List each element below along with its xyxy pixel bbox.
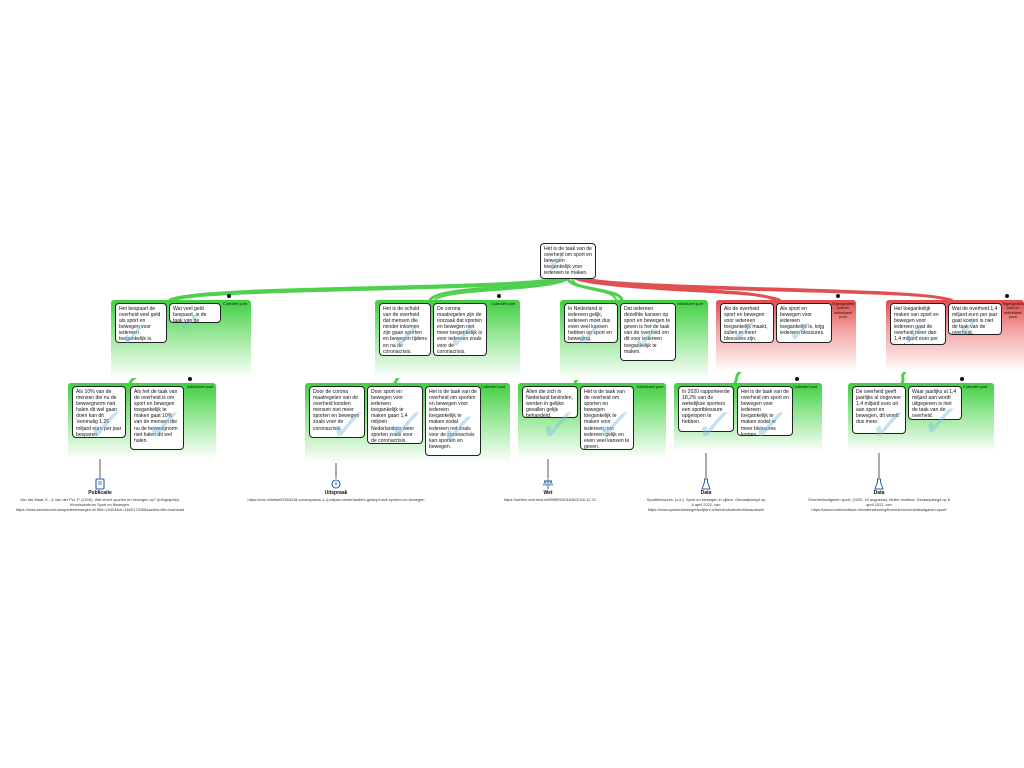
source-2-line-1: https://nos.nl/artikel/2384318-coronapau… [247,497,425,502]
source-5-label: Data [873,490,885,496]
subbranch-4-premise-2[interactable]: Het is de taak van de overheid om sport … [737,386,793,436]
subbranch-5-tag: Collectief punt [962,385,988,389]
check-mark-icon: ✓ [866,400,911,451]
branch-5-dot [1005,294,1009,298]
branch-3-tag: Individueel punt [676,302,704,306]
check-mark-icon: ✓ [785,315,816,350]
subbranch-1-tag: Individueel punt [186,385,214,389]
branch-4-premise-1[interactable]: Als de overheid sport en bewegen voor ie… [720,303,774,343]
branch-2-tag: Collectief punt [490,302,516,306]
link-root-branch-3b [571,277,617,301]
source-5-line-2: april 2022, van [866,502,892,507]
link-root-branch-4b [577,277,781,301]
subbranch-2-tag: Collectief punt [480,385,506,389]
flask-icon [701,478,711,490]
branch-1-premise-1[interactable]: Het bespaart de overheid veel geld als s… [115,303,167,343]
source-1-line-1: Van der Maat, K., & Van der Pol, P. (201… [20,497,180,502]
subbranch-4-tag: Collectief punt [792,385,818,389]
branch-5-premise-1[interactable]: Het toegankelijk maken van sport en bewe… [890,303,946,345]
branch-1-premise-2[interactable]: Wat veel geld bespaart, is de taak van d… [169,303,221,323]
source-3-label: Wet [543,490,553,496]
source-4-line-2: 6 april 2022, van [691,502,721,507]
subbranch-3-tag: Individueel punt [636,385,664,389]
branch-1-dot [227,294,231,298]
subbranch-2-premise-1[interactable]: Door de corona maatregelen van de overhe… [309,386,365,438]
source-4-line-3: https://www.sportenbewegenincijfers.nl/k… [647,507,765,512]
subbranch-2-premise-2[interactable]: Door sport en bewegen voor iedereen toeg… [367,386,423,444]
check-mark-icon: ✓ [117,315,152,355]
branch-5-premise-2[interactable]: Wat de overheid 1,4 miljard euro per jaa… [948,303,1002,335]
branch-4-premise-2[interactable]: Als sport en bewegen voor iedereen toega… [776,303,832,343]
link-root-branch-5b [583,277,953,301]
speech-icon [331,479,341,489]
check-mark-icon: ✓ [592,400,637,451]
flask-icon [874,478,884,490]
check-mark-icon: ✓ [748,400,793,451]
subbranch-1-dot [188,377,192,381]
link-branch-4-sub [733,370,742,385]
check-mark-icon: ✓ [384,400,429,451]
source-1-label: Publicatie [88,490,112,496]
source-4-line-1: Sportblessures. (z.d.). Sport en bewegen… [646,497,766,502]
root-claim[interactable]: Het is de taak van de overheid om sport … [540,243,596,279]
check-mark-icon: ✓ [573,315,608,355]
link-root-branch-2b [434,277,571,301]
subbranch-3-premise-2[interactable]: Het is de taak van de overheid om sporte… [580,386,634,450]
source-4-label: Data [700,490,712,496]
subbranch-1-premise-1[interactable]: Als 10% van de mensen die nu de beweegno… [72,386,126,438]
check-mark-icon: ✓ [629,320,664,360]
branch-4-dot [836,294,840,298]
check-mark-icon: ✓ [83,400,128,451]
source-2-label: Uitspraak [324,490,348,496]
check-mark-icon: ✓ [899,318,930,353]
subbranch-5-premise-2[interactable]: Waar jaarlijks al 1,4 miljard aan wordt … [908,386,962,420]
root-claim-text: Het is de taak van de overheid om sport … [544,246,592,277]
source-5-line-1: Overheidsuitgaven sport. (2020, 19 augus… [808,497,950,502]
branch-3-premise-1[interactable]: In Nederland is iedereen gelijk, iederee… [564,303,618,343]
check-mark-icon: ✓ [729,315,760,350]
branch-2-premise-1[interactable]: Het is de schuld van de overheid dat men… [379,303,431,356]
branch-1-tag: Collectief punt [222,302,248,306]
check-mark-icon: ✓ [445,318,480,358]
check-mark-icon: ✓ [326,400,371,451]
check-mark-icon: ✓ [918,396,963,447]
source-1-line-3: https://www.kenniscentrumsportenbewegen.… [15,507,185,512]
book-icon [95,478,105,490]
source-1-line-2: Kenniscentrum Sport en Bewegen. [69,502,131,507]
subbranch-2-premise-3[interactable]: Het is de taak van de overheid om sporte… [425,386,481,456]
link-root-branch-1 [168,276,562,302]
source-5-line-3: https://www.mulierinstituut.nl/ondersteu… [811,507,947,512]
source-3-line-1: https://wetten.overheid.nl/BWBR0001840/2… [503,497,597,502]
branch-2-premise-2[interactable]: De corona maatregelen zijn de oorzaak da… [433,303,487,356]
check-mark-icon: ✓ [142,400,187,451]
branch-2-dot [497,294,501,298]
check-mark-icon: ✓ [389,318,424,358]
subbranch-3-premise-1[interactable]: Allen die zich in Nederland bevinden, wo… [522,386,578,418]
link-root-branch-1b [174,277,566,301]
link-root-branch-2 [428,276,567,302]
check-mark-icon: ✓ [546,250,569,275]
branch-4-tag: Tegengesteld punt en individueel punt [831,302,855,320]
link-branch-5-sub [900,370,907,385]
check-mark-icon: ✓ [436,404,481,455]
check-mark-icon: ✓ [955,310,984,343]
check-mark-icon: ✓ [175,305,206,340]
subbranch-1-premise-2[interactable]: Als het de taak van de overheid is om sp… [130,386,184,450]
branch-5-tag: Tegengesteld punt en individueel punt [1002,302,1024,320]
subbranch-4-premise-1[interactable]: In 2020 rapporteerde 18,2% van de wekeli… [678,386,734,432]
branch-3-premise-2[interactable]: Dat iedereen dezelfde kansen op sport en… [620,303,676,361]
subbranch-5-dot [960,377,964,381]
check-mark-icon: ✓ [692,400,737,451]
scales-icon [543,479,553,489]
check-mark-icon: ✓ [536,400,581,451]
subbranch-4-dot [795,377,799,381]
subbranch-5-premise-1[interactable]: De overheid geeft jaarlijks al ongeveer … [852,386,906,434]
